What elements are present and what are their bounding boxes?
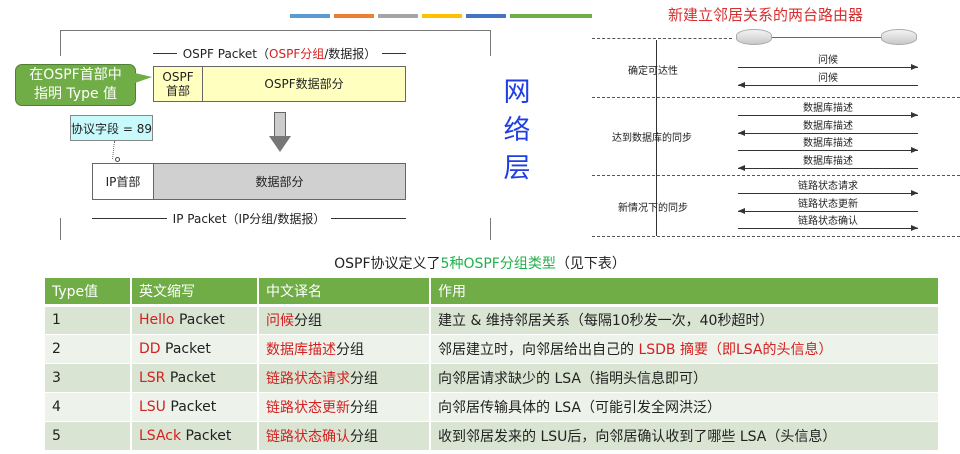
type-cell: 1 (45, 305, 132, 335)
table-row: 1 Hello Packet 问候分组 建立 & 维持邻居关系（每隔10秒发一次… (45, 305, 940, 335)
table-caption: OSPF协议定义了5种OSPF分组类型（见下表） (334, 256, 626, 272)
diagram-frame (60, 30, 490, 31)
abbr-cell: Hello Packet (131, 305, 259, 335)
frame-line (490, 30, 491, 56)
message-arrow: 数据库描述 (738, 155, 918, 171)
purpose-cell: 邻居建立时，向邻居给出自己的 LSDB 摘要（即LSA的头信息） (430, 334, 940, 364)
message-arrow: 链路状态请求 (738, 180, 918, 196)
abbr-cell: LSAck Packet (131, 421, 259, 451)
type-cell: 2 (45, 334, 132, 364)
cn-name-cell: 数据库描述分组 (258, 334, 431, 364)
message-arrow: 数据库描述 (738, 102, 918, 118)
separator (592, 38, 732, 39)
table-row: 5 LSAck Packet 链路状态确认分组 收到邻居发来的 LSU后，向邻居… (45, 421, 940, 451)
table-row: 3 LSR Packet 链路状态请求分组 向邻居请求缺少的 LSA（指明头信息… (45, 363, 940, 393)
router-icon (736, 29, 772, 45)
accent-bar (466, 14, 506, 18)
type-cell: 4 (45, 392, 132, 422)
cn-name-cell: 链路状态请求分组 (258, 363, 431, 393)
network-layer-label: 网络层 (503, 77, 531, 184)
phase-label: 确定可达性 (628, 66, 678, 77)
col-header: 作用 (430, 278, 940, 307)
purpose-cell: 收到邻居发来的 LSU后，向邻居确认收到了哪些 LSA（头信息） (430, 421, 940, 451)
col-header: 英文缩写 (131, 278, 259, 307)
type-cell: 3 (45, 363, 132, 393)
dotted-connector (112, 141, 115, 159)
message-arrow: 数据库描述 (738, 137, 918, 153)
table-row: 4 LSU Packet 链路状态更新分组 向邻居传输具体的 LSA（可能引发全… (45, 392, 940, 422)
accent-bar (290, 14, 330, 18)
message-arrow: 问候 (738, 72, 918, 88)
accent-bar (334, 14, 374, 18)
frame-line (490, 218, 491, 240)
phase-label: 达到数据库的同步 (612, 133, 692, 144)
phase-axis (656, 40, 657, 236)
message-arrow: 数据库描述 (738, 120, 918, 136)
separator (592, 97, 960, 98)
ospf-header: OSPF 首部 (153, 66, 203, 102)
col-header: 中文译名 (258, 278, 431, 307)
ospf-data: OSPF数据部分 (202, 66, 406, 102)
purpose-cell: 向邻居传输具体的 LSA（可能引发全网洪泛） (430, 392, 940, 422)
down-arrow-icon (274, 112, 286, 137)
separator (592, 175, 960, 176)
message-arrow: 问候 (738, 54, 918, 70)
message-arrow: 链路状态更新 (738, 198, 918, 214)
accent-bar (422, 14, 462, 18)
type-callout: 在OSPF首部中指明 Type 值 (15, 64, 136, 106)
cn-name-cell: 链路状态确认分组 (258, 421, 431, 451)
table-row: 2 DD Packet 数据库描述分组 邻居建立时，向邻居给出自己的 LSDB … (45, 334, 940, 364)
type-cell: 5 (45, 421, 132, 451)
frame-line (60, 218, 61, 240)
abbr-cell: LSR Packet (131, 363, 259, 393)
router-link (772, 37, 881, 38)
table-header-row: Type值 英文缩写 中文译名 作用 (45, 278, 940, 307)
ip-header: IP首部 (92, 163, 154, 200)
abbr-cell: DD Packet (131, 334, 259, 364)
ospf-packet-dimension: OSPF Packet（OSPF分组/数据报） (153, 45, 406, 62)
ospf-packet-types-table: Type值 英文缩写 中文译名 作用 1 Hello Packet 问候分组 建… (45, 278, 940, 451)
router-icon (881, 29, 917, 45)
protocol-field-label: 协议字段 = 89 (70, 115, 153, 141)
connector-dot (115, 157, 120, 162)
down-arrow-head-icon (269, 136, 291, 152)
accent-bar (378, 14, 418, 18)
frame-line (60, 30, 61, 56)
col-header: Type值 (45, 278, 132, 307)
cn-name-cell: 问候分组 (258, 305, 431, 335)
cn-name-cell: 链路状态更新分组 (258, 392, 431, 422)
separator (592, 236, 960, 237)
purpose-cell: 向邻居请求缺少的 LSA（指明头信息即可） (430, 363, 940, 393)
phase-label: 新情况下的同步 (618, 203, 688, 214)
message-arrow: 链路状态确认 (738, 215, 918, 231)
purpose-cell: 建立 & 维持邻居关系（每隔10秒发一次，40秒超时） (430, 305, 940, 335)
sequence-title: 新建立邻居关系的两台路由器 (668, 6, 864, 24)
ip-packet-dimension: IP Packet（IP分组/数据报） (92, 210, 407, 227)
callout-pointer (135, 73, 152, 83)
accent-bar (510, 14, 592, 18)
abbr-cell: LSU Packet (131, 392, 259, 422)
ip-data: 数据部分 (153, 163, 406, 200)
